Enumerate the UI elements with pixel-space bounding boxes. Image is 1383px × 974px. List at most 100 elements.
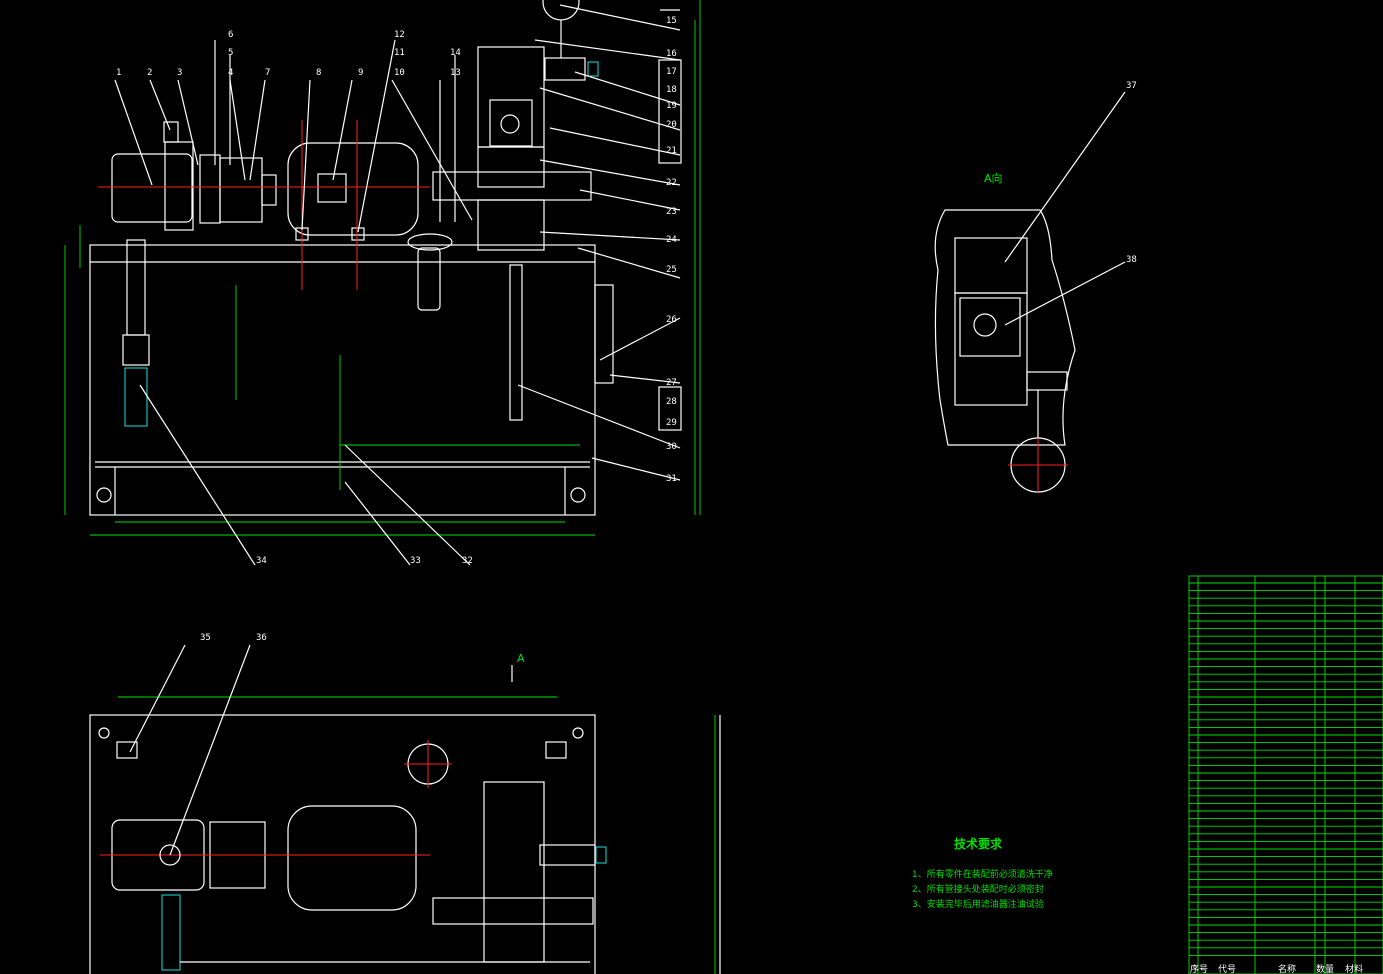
balloon-15: 15 [666, 16, 677, 26]
tech-title: 技术要求 [954, 836, 1003, 851]
view-arrow-label: A [517, 652, 525, 665]
top-mount [116, 741, 138, 759]
top-pressure-valve [539, 844, 596, 866]
balloon-17: 17 [666, 67, 677, 77]
suction-filter [124, 367, 148, 427]
bom-rows [1189, 582, 1383, 956]
balloon-19: 19 [666, 101, 677, 111]
balloon-32: 32 [462, 556, 473, 566]
coupling-housing [219, 157, 263, 223]
leader-37 [1004, 91, 1126, 263]
balloon-box-right-2 [658, 386, 682, 431]
balloon-30: 30 [666, 442, 677, 452]
view-a-block [954, 292, 1028, 406]
balloon-2: 2 [147, 68, 152, 78]
bom-head-qty: 数量 [1316, 963, 1334, 974]
front-view: 1 2 3 4 5 6 7 8 9 10 11 12 13 14 15 16 1… [64, 0, 701, 566]
leader-36 [169, 644, 251, 856]
view-a-label: A向 [984, 171, 1003, 185]
balloon-28: 28 [666, 397, 677, 407]
top-knob [595, 846, 607, 864]
view-a-plate [959, 297, 1021, 357]
balloon-3: 3 [177, 68, 182, 78]
top-pipe [161, 894, 181, 971]
breather-cap [407, 233, 453, 251]
balloon-12: 12 [394, 30, 405, 40]
balloon-38: 38 [1126, 255, 1137, 265]
balloon-35: 35 [200, 633, 211, 643]
balloon-18: 18 [666, 85, 677, 95]
return-pipe [509, 264, 523, 421]
coupling-left [199, 154, 221, 224]
top-bolt-hole [98, 727, 110, 739]
balloon-21: 21 [666, 146, 677, 156]
valve-plate [489, 99, 533, 147]
level-gauge [594, 284, 614, 384]
balloon-4: 4 [228, 68, 233, 78]
top-bolt-hole-2 [572, 727, 584, 739]
drain-hole-right [570, 487, 586, 503]
suction-pipe [126, 239, 146, 336]
balloon-10: 10 [394, 68, 405, 78]
top-pump-port [159, 844, 181, 866]
balloon-20: 20 [666, 120, 677, 130]
coupling-right [261, 174, 277, 206]
balloon-31: 31 [666, 474, 677, 484]
leader-lines-front [114, 4, 681, 566]
tech-line-1: 1、所有零件在装配前必须清洗干净 [912, 868, 1053, 880]
valve-port [500, 114, 520, 134]
valve-block-upper [477, 46, 545, 148]
pressure-gauge [542, 0, 580, 21]
leader-35 [129, 644, 186, 753]
air-breather [417, 247, 441, 311]
top-motor [287, 805, 417, 911]
top-solenoid [432, 897, 594, 925]
balloon-16: 16 [666, 49, 677, 59]
bom-head-mat: 材料 [1345, 963, 1363, 974]
bom-table: 序号 代号 名称 数量 材料 [1188, 575, 1383, 974]
top-view: A 35 36 [89, 633, 721, 974]
tech-line-3: 3、安装完毕后用滤油器注油试验 [912, 898, 1044, 910]
balloon-5: 5 [228, 48, 233, 58]
pump-valve [163, 121, 179, 143]
balloon-labels-front: 1 2 3 4 5 6 7 8 9 10 11 12 13 14 15 16 1… [116, 16, 677, 566]
valve-block-middle [477, 146, 545, 188]
balloon-9: 9 [358, 68, 363, 78]
balloon-25: 25 [666, 265, 677, 275]
balloon-34: 34 [256, 556, 267, 566]
oil-tank [89, 244, 596, 516]
balloon-13: 13 [450, 68, 461, 78]
bom-head-no: 序号 [1190, 963, 1208, 974]
valve-block-lower [477, 199, 545, 251]
drain-hole-left [96, 487, 112, 503]
view-a-port [973, 313, 997, 337]
motor-foot-bolt-2 [351, 227, 365, 241]
balloon-7: 7 [265, 68, 270, 78]
electric-motor [287, 142, 419, 236]
balloon-6: 6 [228, 30, 233, 40]
top-tank-outline [89, 714, 596, 974]
pump-flange [164, 141, 194, 231]
balloon-24: 24 [666, 235, 677, 245]
balloon-22: 22 [666, 178, 677, 188]
balloon-14: 14 [450, 48, 461, 58]
view-a-adjuster [1026, 371, 1068, 391]
balloon-26: 26 [666, 315, 677, 325]
balloon-11: 11 [394, 48, 405, 58]
bom-border [1188, 575, 1383, 974]
balloon-1: 1 [116, 68, 121, 78]
tech-requirements: 技术要求 1、所有零件在装配前必须清洗干净 2、所有管接头处装配时必须密封 3、… [912, 836, 1053, 910]
suction-fitting [122, 334, 150, 366]
balloon-36: 36 [256, 633, 267, 643]
pump-body [111, 153, 193, 223]
balloon-33: 33 [410, 556, 421, 566]
balloon-box-right [658, 59, 682, 164]
view-a: A向 37 38 [934, 81, 1137, 493]
top-valve-stack [483, 781, 545, 963]
tech-line-2: 2、所有管接头处装配时必须密封 [912, 883, 1044, 895]
top-mount-2 [545, 741, 567, 759]
adjust-knob [587, 61, 599, 77]
motor-terminal-box [317, 173, 347, 203]
balloon-23: 23 [666, 207, 677, 217]
